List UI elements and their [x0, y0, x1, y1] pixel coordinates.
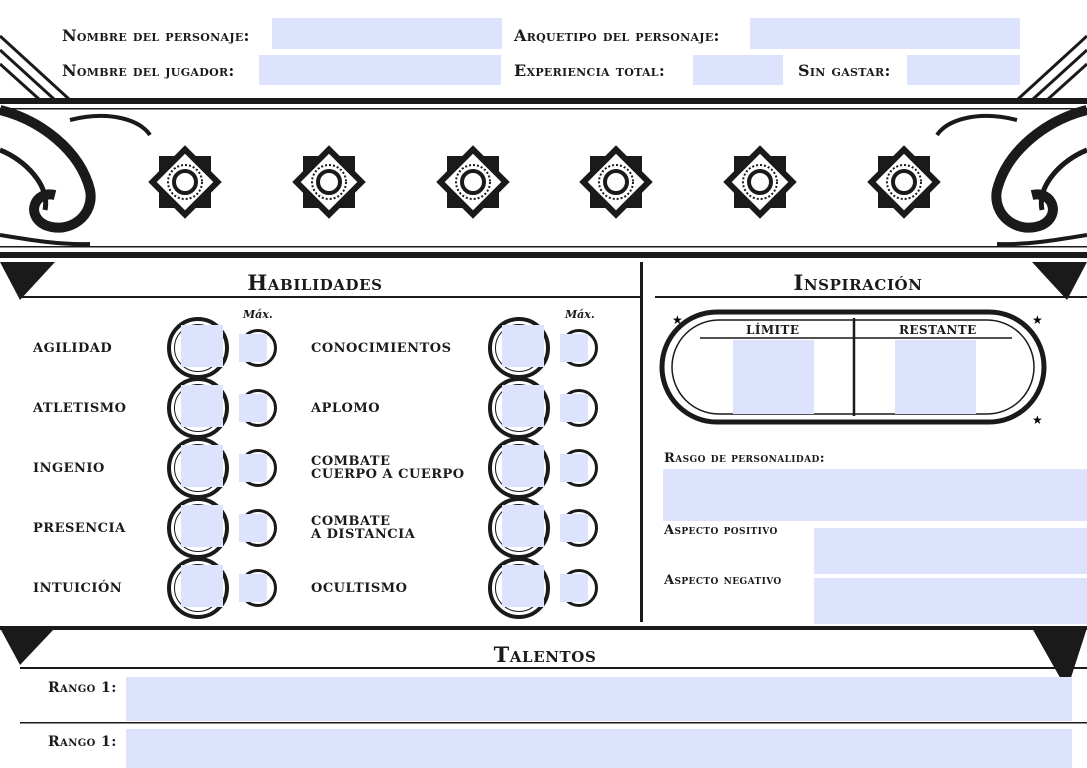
right-max-field[interactable] — [560, 334, 588, 362]
left-skill-label: INTUICIÓN — [33, 582, 122, 595]
star-medallion — [867, 145, 941, 219]
personality-trait-label: Rasgo de personalidad: — [664, 451, 825, 466]
negative-aspect-field[interactable] — [814, 578, 1087, 624]
limit-label: LÍMITE — [746, 323, 800, 337]
left-skill-label: PRESENCIA — [33, 522, 126, 535]
right-rating-field[interactable] — [502, 325, 544, 367]
left-skill-label-line1: ATLETISMO — [33, 401, 127, 416]
left-skill-label: ATLETISMO — [33, 402, 126, 415]
star-medallion — [723, 145, 797, 219]
star-medallion — [436, 145, 510, 219]
star-medallion — [292, 145, 366, 219]
right-skill-label-line1: CONOCIMIENTOS — [311, 341, 452, 356]
negative-aspect-label: Aspecto negativo — [664, 573, 782, 588]
right-rating-field[interactable] — [502, 445, 544, 487]
rank1-second-label: Rango 1: — [48, 734, 117, 750]
positive-aspect-label: Aspecto positivo — [664, 523, 778, 538]
right-max-field[interactable] — [560, 514, 588, 542]
player-name-label: Nombre del jugador: — [62, 61, 235, 80]
right-max-field[interactable] — [560, 454, 588, 482]
skills-title: Habilidades — [247, 270, 383, 295]
left-max-field[interactable] — [239, 574, 267, 602]
right-max-field[interactable] — [560, 574, 588, 602]
character-name-label: Nombre del personaje: — [62, 26, 250, 45]
left-max-field[interactable] — [239, 334, 267, 362]
left-max-field[interactable] — [239, 514, 267, 542]
left-skill-label: AGILIDAD — [33, 342, 112, 355]
left-max-field[interactable] — [239, 394, 267, 422]
star-medallion — [148, 145, 222, 219]
right-skill-label-line1: COMBATE — [311, 454, 391, 469]
personality-trait-field[interactable] — [663, 469, 1087, 521]
total-xp-field[interactable] — [693, 55, 783, 85]
right-skill-label-line2: CUERPO A CUERPO — [311, 467, 465, 482]
right-skill-label: OCULTISMO — [311, 582, 407, 595]
archetype-label: Arquetipo del personaje: — [514, 26, 720, 45]
max-label-left: Máx. — [243, 308, 273, 321]
right-rating-field[interactable] — [502, 505, 544, 547]
player-name-field[interactable] — [259, 55, 501, 85]
left-rating-field[interactable] — [181, 325, 223, 367]
inspiration-title: Inspiración — [793, 270, 923, 295]
talent-rank1-field[interactable] — [126, 677, 1072, 721]
character-name-field[interactable] — [272, 18, 502, 49]
right-skill-label: APLOMO — [311, 402, 380, 415]
talent-rank1-second-field[interactable] — [126, 729, 1072, 768]
star-medallion — [579, 145, 653, 219]
left-max-field[interactable] — [239, 454, 267, 482]
max-label-right: Máx. — [565, 308, 595, 321]
archetype-field[interactable] — [750, 18, 1020, 49]
svg-text:★: ★ — [1032, 413, 1043, 427]
positive-aspect-field[interactable] — [814, 528, 1087, 574]
inspiration-remaining-field[interactable] — [895, 340, 976, 414]
right-skill-label-line1: OCULTISMO — [311, 581, 408, 596]
left-skill-label: INGENIO — [33, 462, 105, 475]
right-max-field[interactable] — [560, 394, 588, 422]
right-rating-field[interactable] — [502, 385, 544, 427]
right-skill-label-line1: APLOMO — [311, 401, 381, 416]
right-skill-label-line1: COMBATE — [311, 514, 391, 529]
svg-text:★: ★ — [672, 313, 683, 327]
talents-title: Talentos — [493, 642, 597, 667]
inspiration-limit-field[interactable] — [733, 340, 814, 414]
unspent-xp-field[interactable] — [907, 55, 1020, 85]
right-skill-label-line2: A DISTANCIA — [311, 527, 416, 542]
unspent-xp-label: Sin gastar: — [798, 61, 891, 80]
left-rating-field[interactable] — [181, 385, 223, 427]
right-rating-field[interactable] — [502, 565, 544, 607]
left-rating-field[interactable] — [181, 445, 223, 487]
remaining-label: RESTANTE — [899, 323, 977, 337]
left-skill-label-line1: INGENIO — [33, 461, 105, 476]
total-xp-label: Experiencia total: — [514, 61, 666, 80]
left-rating-field[interactable] — [181, 505, 223, 547]
right-skill-label: CONOCIMIENTOS — [311, 342, 451, 355]
left-rating-field[interactable] — [181, 565, 223, 607]
left-skill-label-line1: AGILIDAD — [33, 341, 113, 356]
rank1-label: Rango 1: — [48, 680, 117, 696]
left-skill-label-line1: PRESENCIA — [33, 521, 126, 536]
svg-text:★: ★ — [1032, 313, 1043, 327]
left-skill-label-line1: INTUICIÓN — [33, 581, 123, 596]
